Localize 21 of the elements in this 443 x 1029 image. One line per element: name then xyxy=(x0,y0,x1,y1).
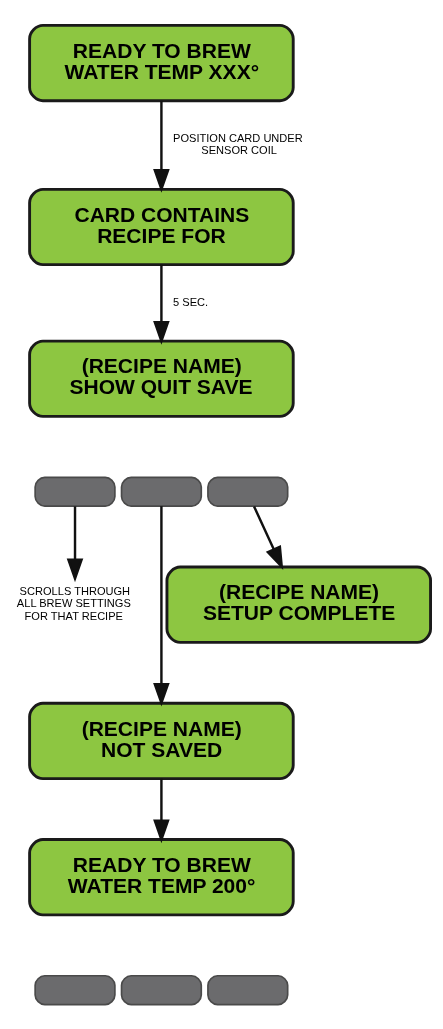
edge-label: 5 SEC. xyxy=(173,295,209,308)
node-text: SCROLLS THROUGH ALL BREW SETTINGS FOR THAT RECIPE xyxy=(16,584,131,622)
node-box xyxy=(34,974,116,1005)
arrow xyxy=(252,505,284,570)
node-box: CARD CONTAINS RECIPE FOR xyxy=(28,187,295,266)
node-box xyxy=(120,974,203,1005)
arrow xyxy=(153,505,170,707)
node-box: READY TO BREW WATER TEMP 200° xyxy=(28,837,295,916)
node-box: (RECIPE NAME) NOT SAVED xyxy=(28,701,295,780)
arrow xyxy=(153,264,170,345)
node-box: (RECIPE NAME) SETUP COMPLETE xyxy=(165,565,432,644)
arrow xyxy=(153,778,170,843)
edge-label: POSITION CARD UNDER SENSOR COIL xyxy=(173,131,303,156)
node-box: READY TO BREW WATER TEMP XXX° xyxy=(28,23,295,102)
node-box xyxy=(34,476,116,507)
node-box: (RECIPE NAME) SHOW QUIT SAVE xyxy=(28,339,295,418)
node-box xyxy=(120,476,203,507)
node-box xyxy=(207,476,289,507)
arrow xyxy=(153,100,170,193)
arrow xyxy=(66,505,84,582)
node-box xyxy=(207,974,289,1005)
